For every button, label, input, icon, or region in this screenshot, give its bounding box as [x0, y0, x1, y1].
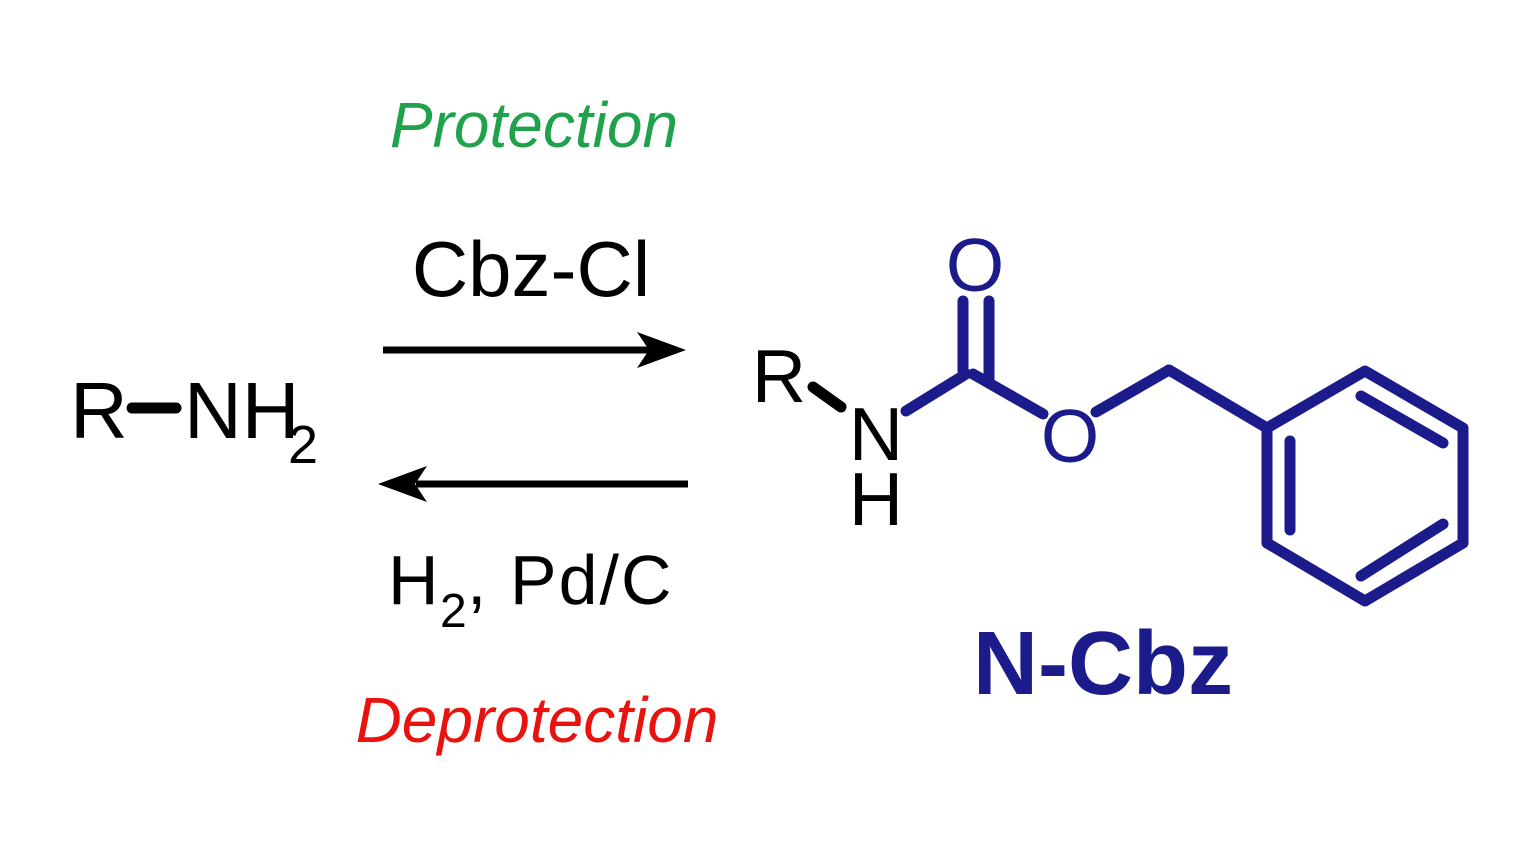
ring-inner-bond-top-right — [1355, 390, 1449, 449]
reverse-reagent-h: H — [388, 541, 439, 619]
ring-inner-bond-bottom-right — [1355, 518, 1449, 582]
reverse-arrow — [378, 466, 688, 502]
carbonyl-oxygen-label: O — [946, 223, 1004, 307]
reverse-reagent-label: H 2 , Pd/C — [388, 541, 674, 638]
bond-benzyl-ring — [1163, 364, 1273, 434]
reactant-amine: R NH 2 — [70, 366, 318, 475]
bond-n-carbonyl — [900, 368, 972, 417]
ester-oxygen-label: O — [1041, 394, 1099, 478]
forward-arrow-head — [637, 332, 686, 368]
product-structure: R N H O O — [752, 223, 1469, 607]
reactant-nh-subscript: 2 — [288, 415, 318, 475]
benzene-ring — [1261, 365, 1469, 607]
bond-carbonyl-ester-o — [967, 368, 1049, 420]
protection-label: Protection — [390, 89, 678, 161]
reactant-r-label: R — [70, 366, 128, 455]
bond-ester-o-benzyl — [1090, 364, 1175, 418]
product-n-label: N — [849, 392, 903, 476]
reverse-arrow-head — [378, 466, 427, 502]
reverse-reagent-subscript: 2 — [440, 585, 467, 638]
bond-r-n — [807, 381, 847, 413]
forward-arrow — [383, 332, 686, 368]
product-name-label: N-Cbz — [973, 614, 1233, 714]
reactant-nh-label: NH — [184, 366, 300, 455]
forward-reagent-label: Cbz-Cl — [412, 225, 650, 313]
deprotection-label: Deprotection — [356, 684, 719, 756]
reverse-reagent-tail: , Pd/C — [467, 541, 674, 619]
product-r-label: R — [752, 334, 806, 418]
product-h-label: H — [849, 457, 903, 541]
